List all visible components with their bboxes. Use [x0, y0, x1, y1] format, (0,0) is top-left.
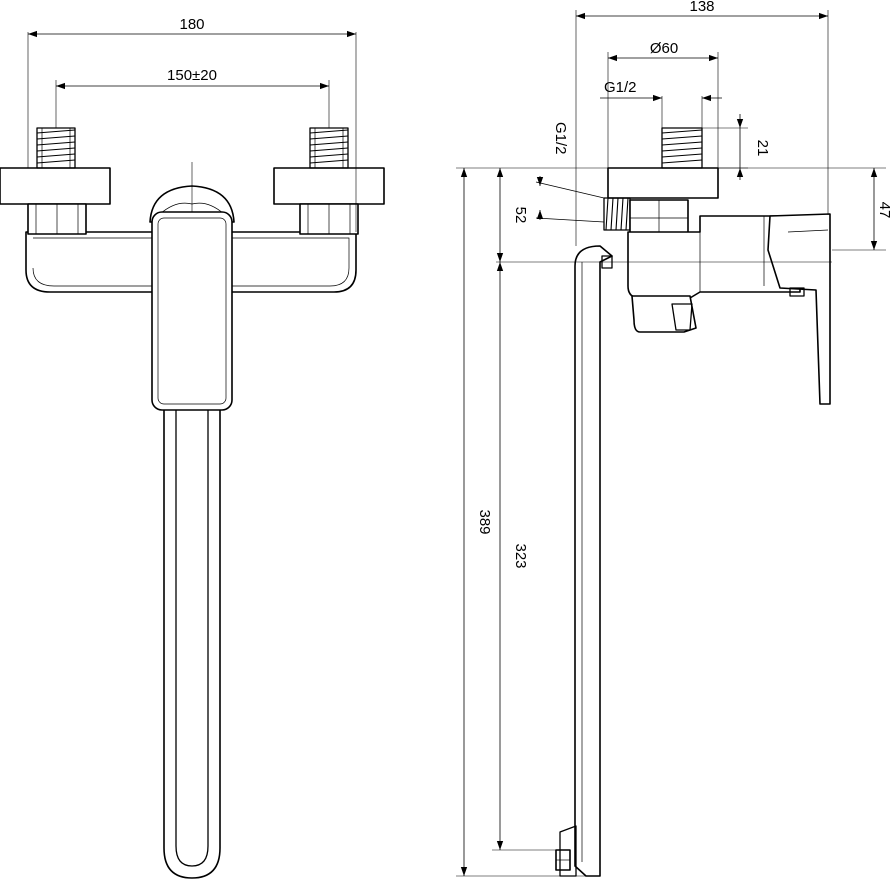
side-wall-flange	[607, 167, 719, 199]
lever-handle	[151, 211, 233, 411]
dim-label-thread-length: 21	[754, 140, 771, 157]
dim-overall-depth: 138	[575, 0, 829, 246]
side-view: 138 Ø60 G1/2 21	[456, 0, 891, 877]
dim-inlet-to-axis: 52	[456, 167, 608, 262]
dim-label-thread-top: G1/2	[604, 79, 637, 96]
dim-label-overall-width: 180	[179, 16, 204, 33]
spout-tube-outer	[163, 399, 221, 879]
dim-thread-length: 21	[702, 114, 771, 180]
dim-label-flange-diameter: Ø60	[650, 40, 678, 57]
spout-tube-inner	[175, 400, 209, 867]
side-horizontal-thread	[603, 197, 631, 231]
left-thread	[36, 127, 76, 169]
mixer-body-inner-line	[32, 237, 350, 287]
left-flange	[0, 167, 111, 205]
dim-thread-top: G1/2	[600, 79, 722, 128]
dim-thread-side: G1/2	[535, 122, 605, 223]
side-spout-outer	[574, 245, 613, 877]
dim-label-overall-depth: 138	[689, 0, 714, 15]
side-lever-handle	[767, 213, 831, 405]
side-diverter-knob	[631, 295, 697, 333]
dim-label-body-height: 47	[876, 202, 891, 219]
dim-label-thread-side: G1/2	[552, 122, 569, 155]
dim-label-inlet-to-axis: 52	[512, 207, 529, 224]
side-top-thread	[661, 127, 703, 169]
dim-spout-length: 323	[492, 262, 556, 851]
right-flange	[273, 167, 385, 205]
dim-label-overall-height: 389	[476, 509, 493, 534]
dim-overall-width: 180	[27, 16, 357, 232]
dim-flange-diameter: Ø60	[607, 40, 719, 168]
dim-label-spout-length: 323	[512, 543, 529, 568]
dim-overall-height: 389	[456, 168, 586, 877]
front-view: 180 150±20	[0, 16, 385, 879]
dim-label-inlet-spacing: 150±20	[167, 67, 217, 84]
dim-inlet-spacing: 150±20	[55, 67, 330, 128]
dim-body-height: 47	[718, 167, 891, 251]
right-thread	[309, 127, 349, 169]
